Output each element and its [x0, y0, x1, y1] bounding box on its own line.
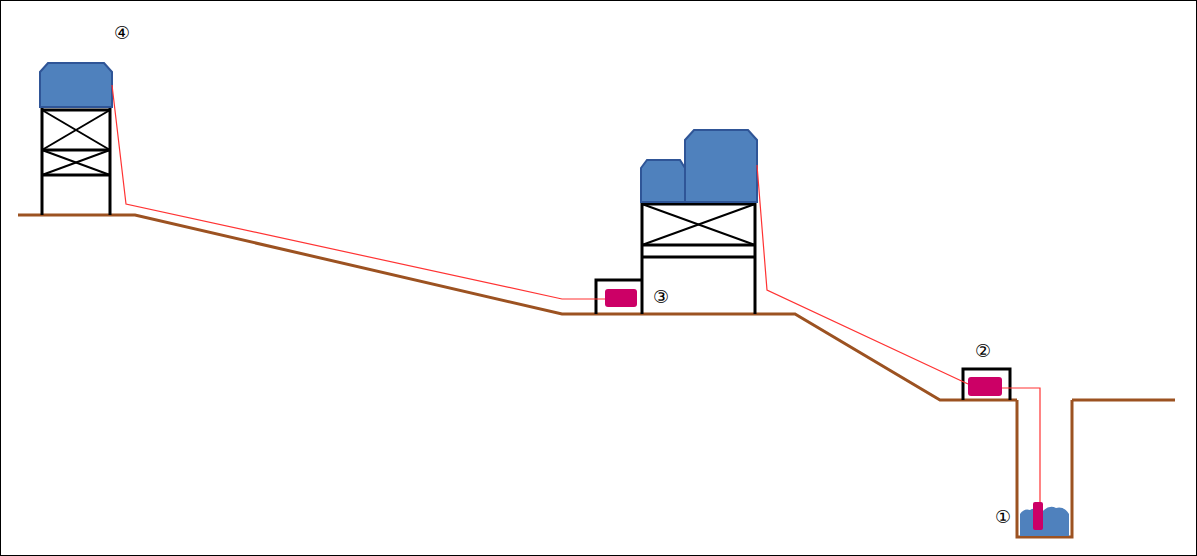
callout-number: ③	[652, 288, 670, 306]
callout-number: ①	[994, 508, 1012, 526]
ground-line	[18, 215, 1017, 400]
well-shaft	[1017, 400, 1072, 537]
elevated-tank	[40, 63, 112, 215]
pipe	[1002, 388, 1040, 502]
callout-number: ②	[974, 342, 992, 360]
pump-house	[963, 369, 1010, 400]
well-pump	[1033, 502, 1043, 530]
pipe	[757, 165, 968, 384]
well-water	[1020, 507, 1069, 536]
pipe	[112, 85, 605, 299]
pump-house	[596, 280, 642, 314]
reservoir-tower	[641, 130, 757, 314]
callout-number: ④	[113, 24, 131, 42]
ground-line	[1072, 399, 1175, 402]
